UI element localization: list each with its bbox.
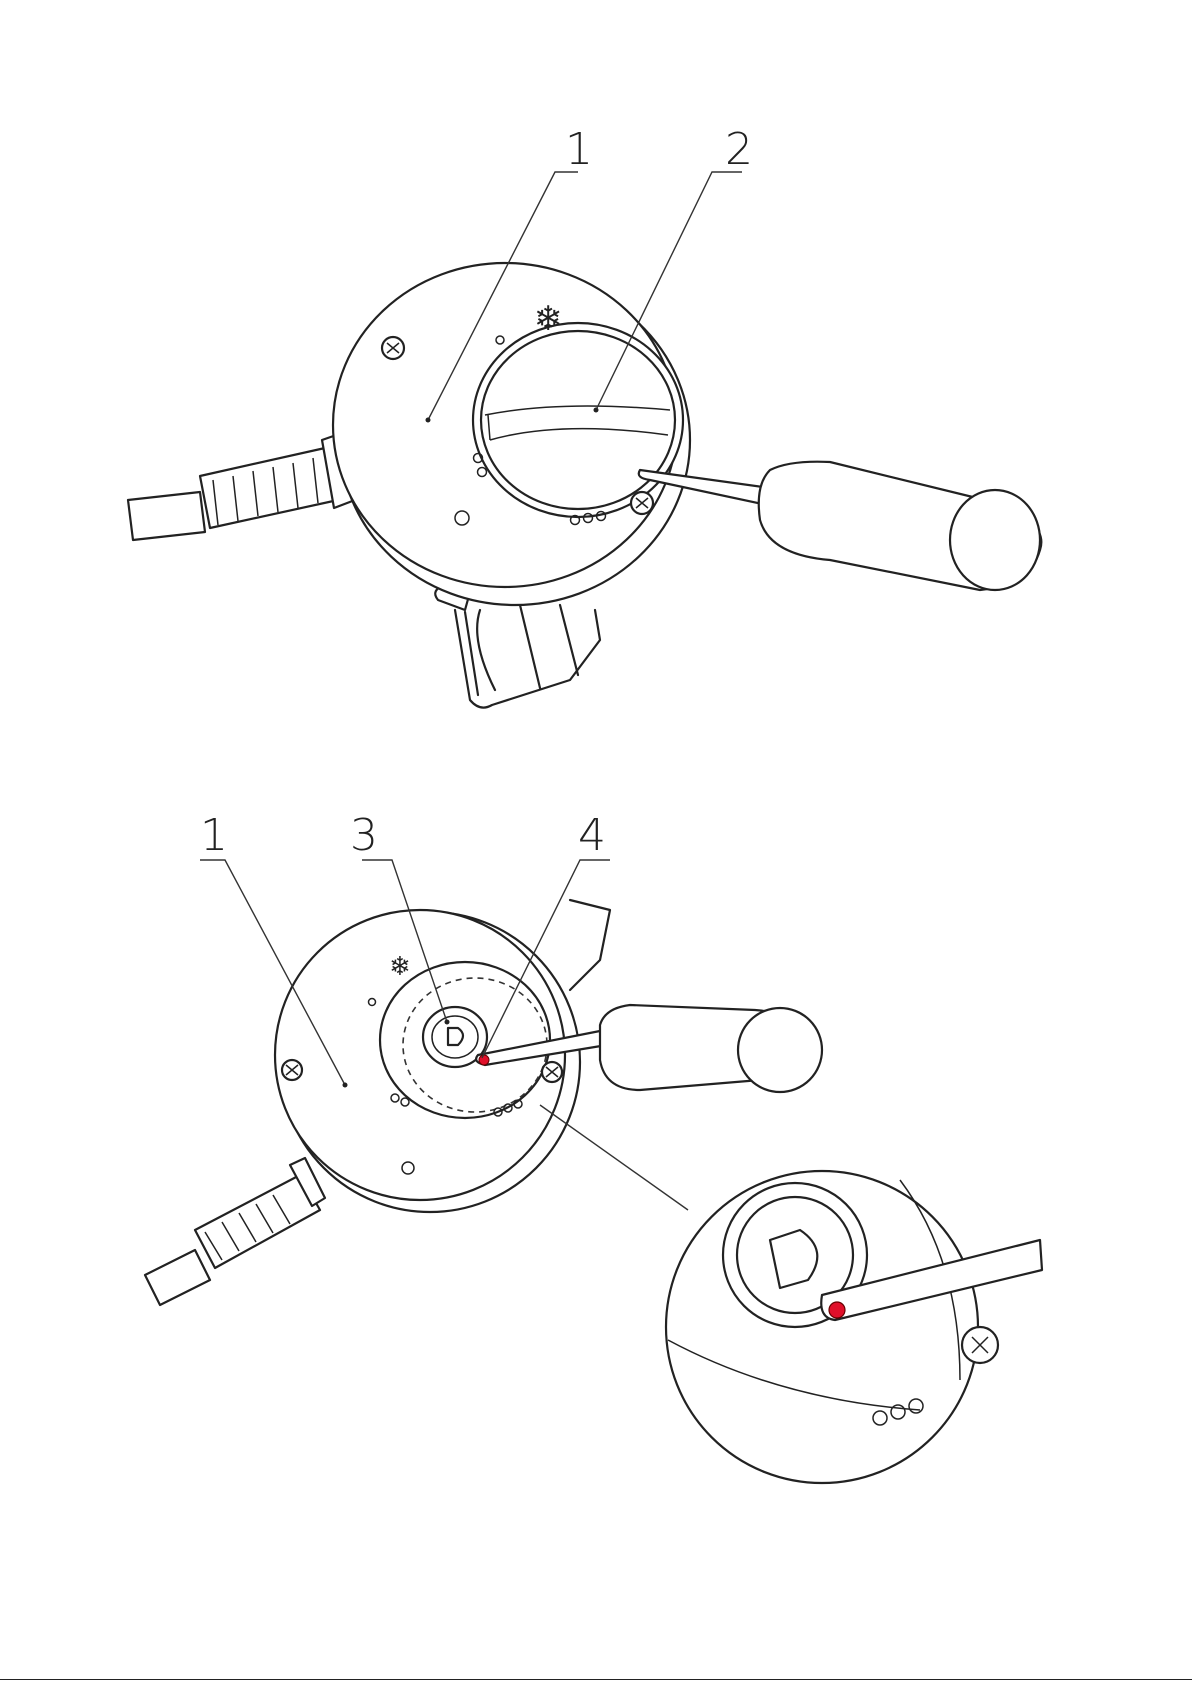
callout-1-top: 1 (565, 124, 593, 175)
cable-connector-icon (145, 1158, 325, 1305)
callout-2-top: 2 (725, 124, 753, 175)
cable-connector-icon (128, 432, 355, 540)
screwdriver-icon (639, 462, 1042, 590)
detail-view (540, 1105, 1042, 1483)
phillips-screw-icon (282, 1060, 302, 1080)
snowflake-icon: ❄ (389, 952, 411, 982)
callout-1-bottom: 1 (200, 810, 228, 861)
phillips-screw-icon (382, 337, 404, 359)
callout-3-bottom: 3 (350, 810, 378, 861)
page-bottom-rule (0, 1679, 1192, 1680)
callout-4-bottom: 4 (578, 810, 606, 861)
bore-opening-2 (473, 323, 683, 517)
figure-top: ❄ 1 (128, 124, 1041, 708)
snowflake-icon: ❄ (534, 299, 563, 339)
phillips-screw-icon (631, 492, 653, 514)
phillips-screw-icon (542, 1062, 562, 1082)
figure-bottom: ❄ (145, 810, 1042, 1483)
locking-ball-4 (479, 1055, 489, 1065)
